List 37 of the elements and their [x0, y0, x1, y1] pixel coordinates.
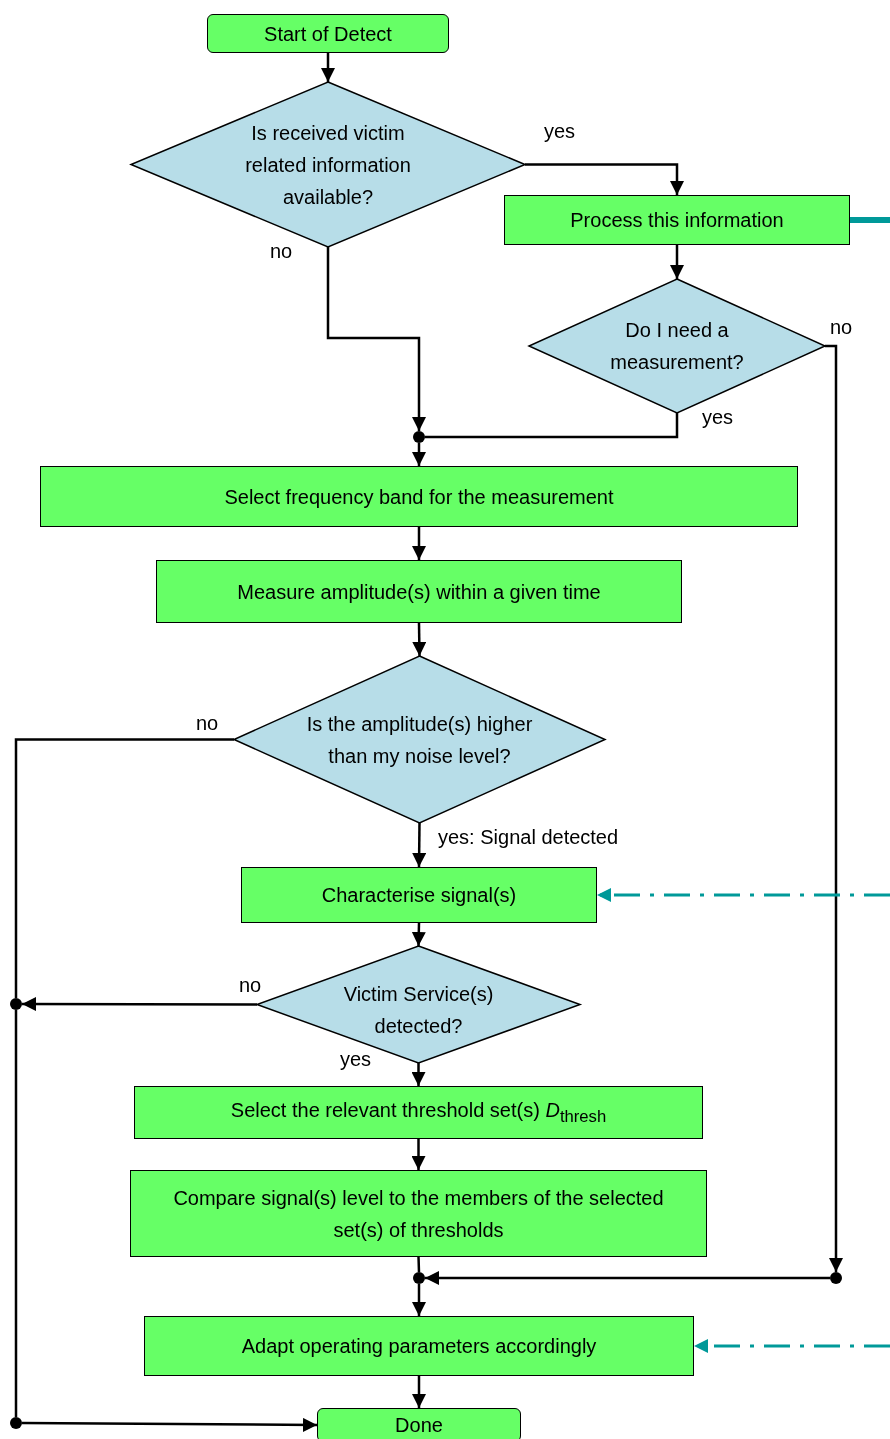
junction-dot [10, 998, 22, 1010]
arrow [22, 997, 257, 1012]
arrow [411, 1063, 426, 1086]
process-box: Measure amplitude(s) within a given time [156, 560, 682, 623]
junction-dot [413, 1272, 425, 1284]
junction-dot [413, 431, 425, 443]
process-box: Select frequency band for the measurement [40, 466, 798, 527]
arrow [411, 1139, 426, 1170]
arrow [412, 443, 426, 466]
arrow [22, 1417, 317, 1432]
process-box: Process this information [504, 195, 850, 245]
arrow [425, 1271, 830, 1285]
process-box: Adapt operating parameters accordingly [144, 1316, 694, 1376]
arrow [412, 1284, 426, 1316]
connector-arrow [597, 888, 890, 902]
process-box: Compare signal(s) level to the members of the selected set(s) of thresholds [130, 1170, 707, 1257]
arrow [412, 623, 427, 656]
arrow [670, 245, 684, 279]
arrow [412, 1376, 426, 1408]
arrow [412, 527, 426, 560]
junction-dot [830, 1272, 842, 1284]
process-box: Select the relevant threshold set(s) D$_{thresh}$ [134, 1086, 703, 1139]
junction-dot [10, 1417, 22, 1429]
process-box: Characterise signal(s) [241, 867, 597, 923]
process-box: Done [317, 1408, 521, 1439]
arrow [326, 247, 426, 431]
process-box: Start of Detect [207, 14, 449, 53]
decision-text: Do I need a measurement? [609, 318, 745, 375]
decision-text: Is the amplitude(s) higher than my noise level? [305, 711, 534, 769]
decision-text: Is received victim related information available? [244, 120, 412, 210]
arrow [525, 163, 684, 195]
connector-arrow [694, 1339, 890, 1353]
arrow [825, 344, 843, 1272]
arrow [321, 53, 335, 82]
arrow [412, 823, 427, 867]
arrow [411, 922, 426, 947]
decision-text: Victim Service(s) detected? [342, 981, 495, 1039]
